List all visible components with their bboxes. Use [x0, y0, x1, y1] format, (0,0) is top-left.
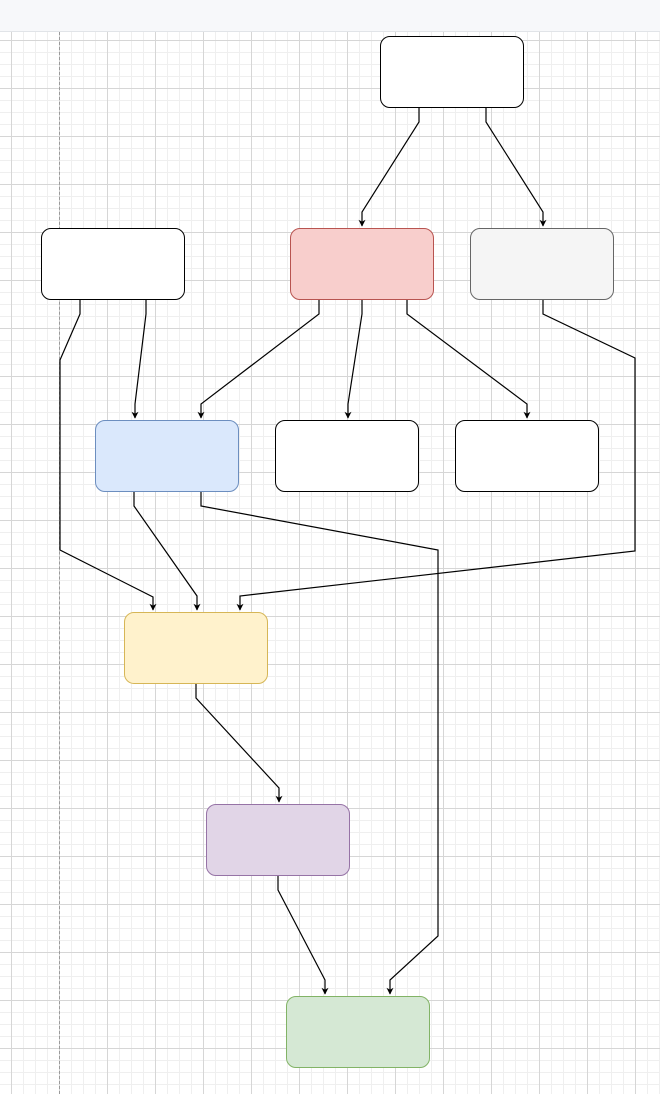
node-blue[interactable] [95, 420, 239, 492]
edge-n5-n8[interactable] [133, 492, 201, 611]
edge-n1-n4[interactable] [485, 108, 547, 227]
edge-n5-n10[interactable] [200, 492, 439, 995]
node-green[interactable] [286, 996, 430, 1068]
node-yellow[interactable] [124, 612, 268, 684]
node-gray[interactable] [470, 228, 614, 300]
edge-n2-n5[interactable] [131, 300, 147, 419]
edge-n2-n8[interactable] [59, 300, 157, 611]
edge-n3-n5[interactable] [197, 300, 320, 419]
node-top-white[interactable] [380, 36, 524, 108]
diagram-canvas[interactable] [0, 32, 660, 1094]
node-purple[interactable] [206, 804, 350, 876]
node-right-white[interactable] [455, 420, 599, 492]
edge-n3-n7[interactable] [406, 300, 531, 419]
edge-n9-n10[interactable] [277, 876, 329, 995]
node-middle-white[interactable] [275, 420, 419, 492]
edge-n4-n8[interactable] [236, 300, 636, 611]
edge-n1-n3[interactable] [358, 108, 420, 227]
edge-n3-n6[interactable] [344, 300, 363, 419]
toolbar-strip [0, 0, 660, 32]
page-boundary-line [59, 32, 60, 1094]
node-left-white[interactable] [41, 228, 185, 300]
node-red[interactable] [290, 228, 434, 300]
edge-n8-n9[interactable] [195, 684, 283, 803]
